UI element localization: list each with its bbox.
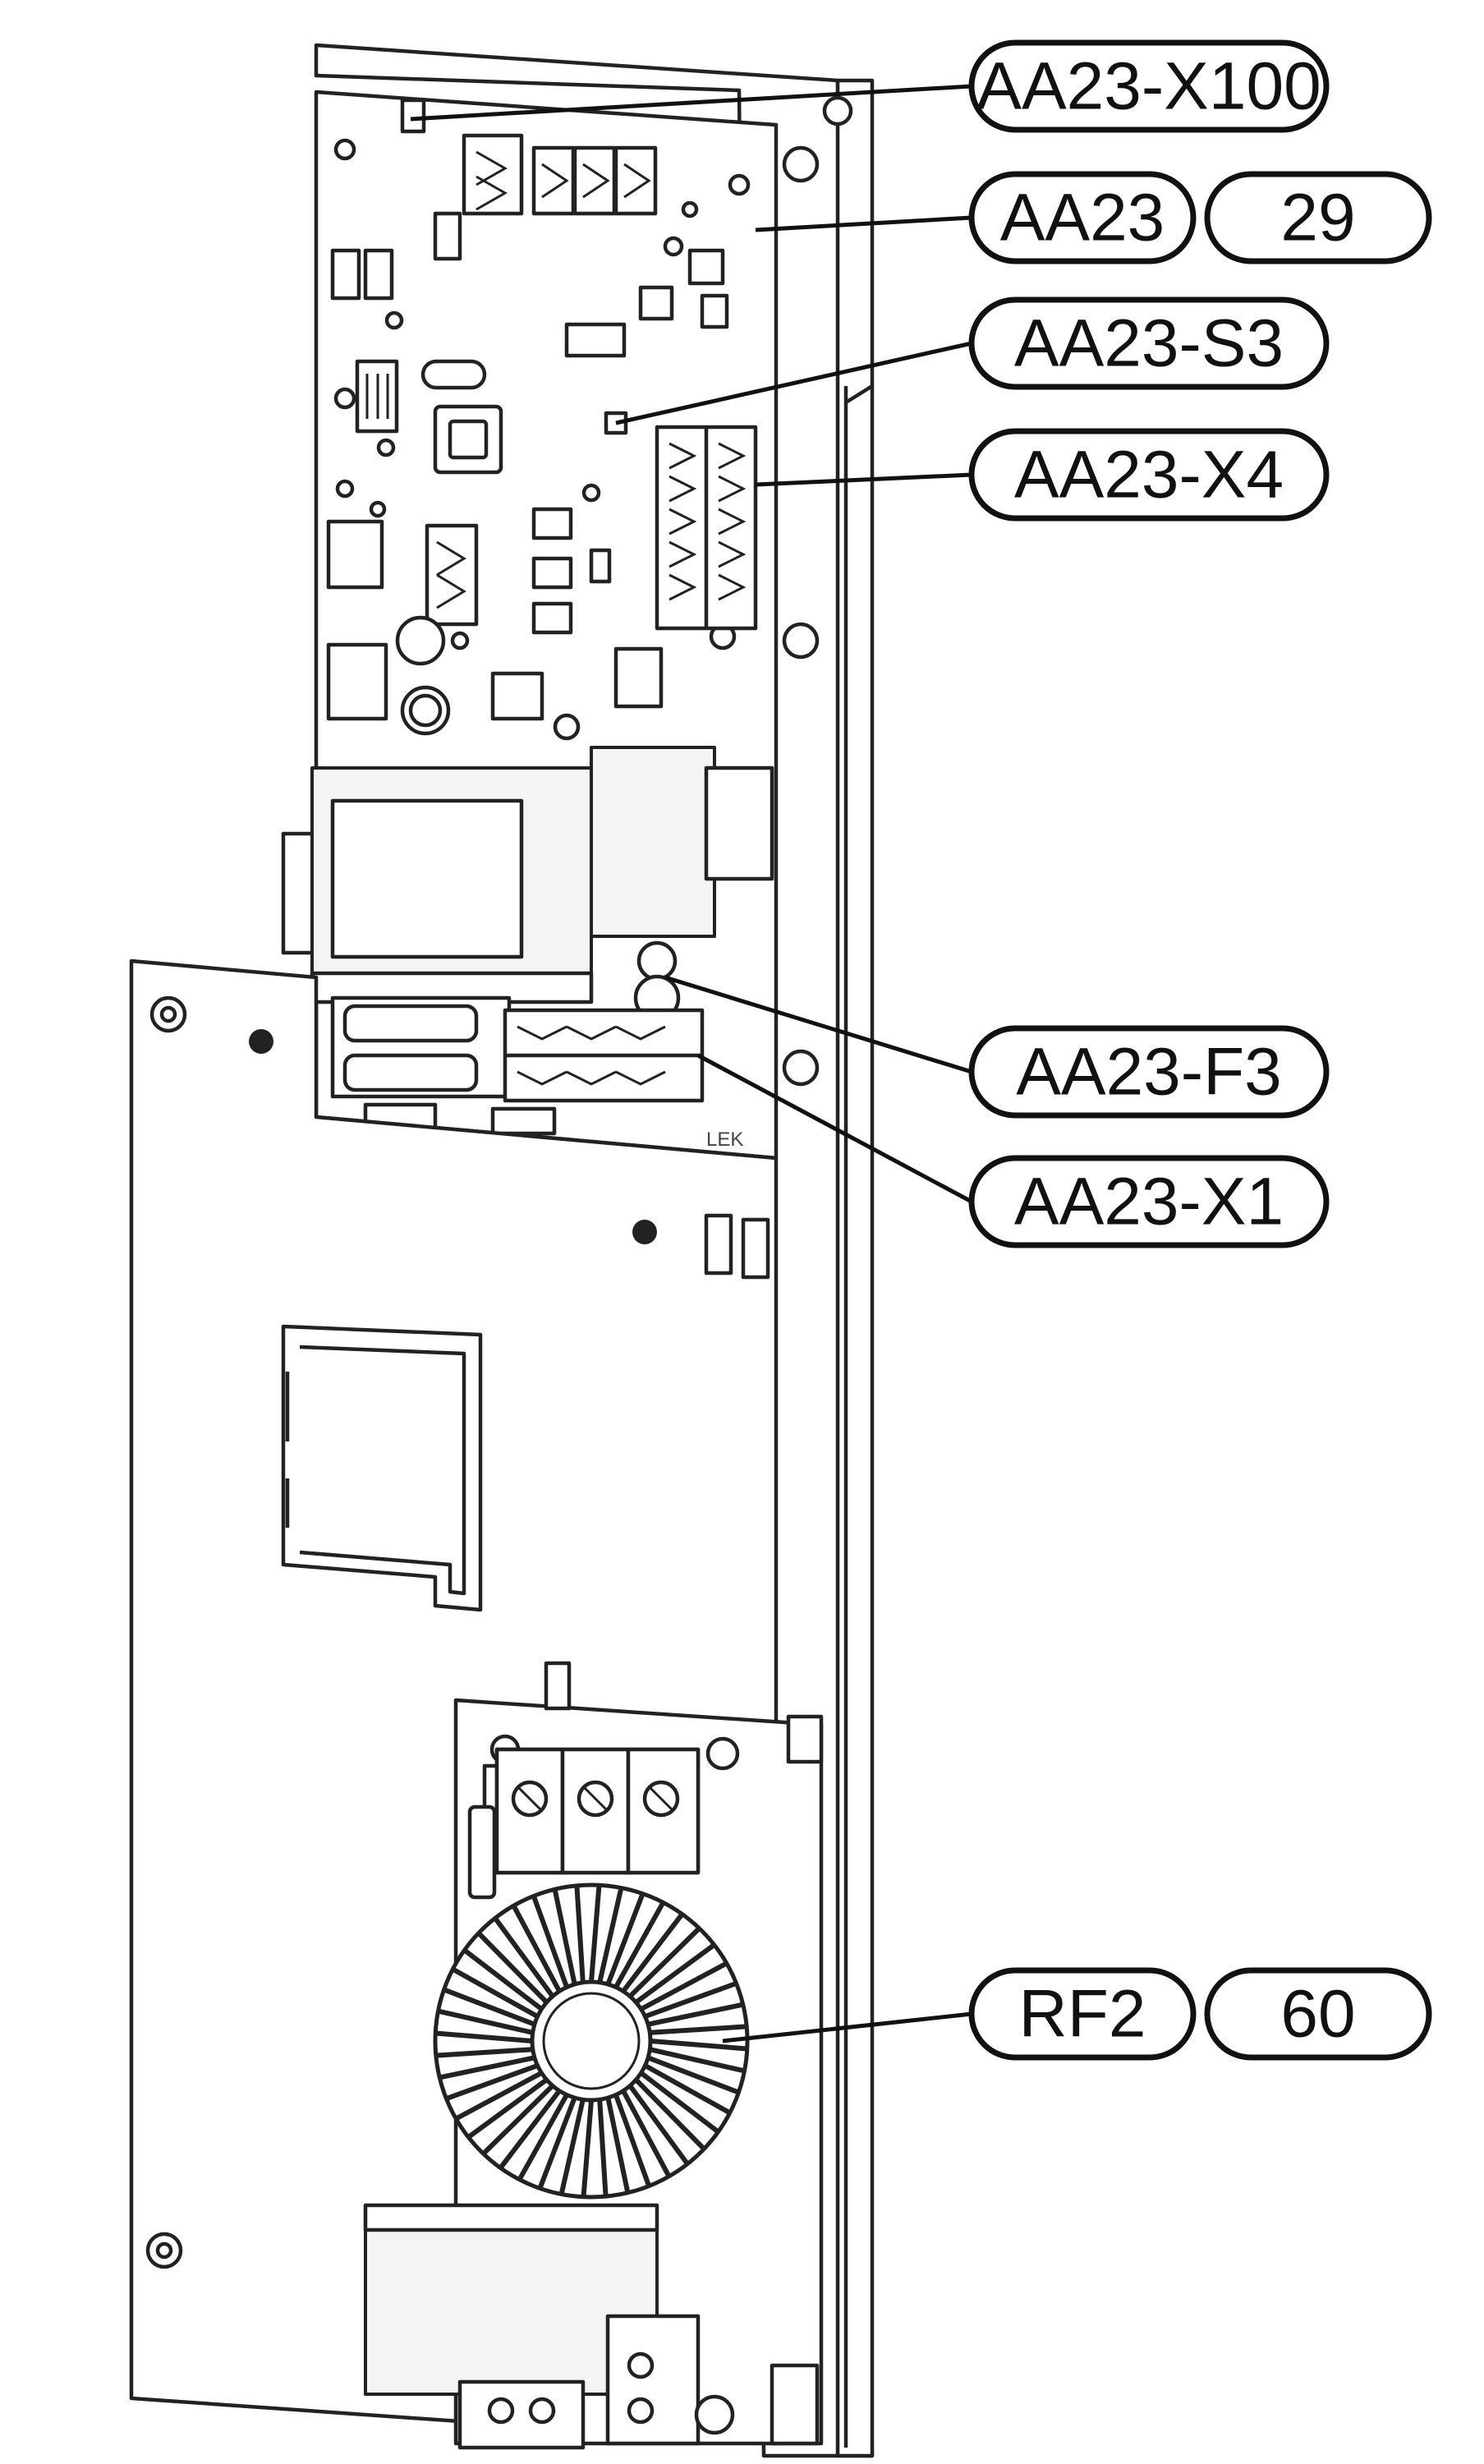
toroid-winding xyxy=(531,1895,569,1988)
callout-rf2-ref: 60 xyxy=(1204,1967,1432,2061)
toroid-winding xyxy=(650,2024,747,2035)
toroid-winding xyxy=(445,2063,539,2102)
control-board-aa23: LEK xyxy=(281,90,779,1161)
toroid-winding xyxy=(434,2030,533,2043)
transformer xyxy=(281,766,594,1004)
label-aa23-x100: AA23-X100 xyxy=(976,49,1321,124)
label-aa23: AA23 xyxy=(1000,181,1165,255)
toroid-winding xyxy=(552,1888,577,1985)
toroid-winding xyxy=(581,2099,594,2198)
toroid-winding xyxy=(644,1980,737,2019)
toroid-winding xyxy=(634,1942,716,2005)
toroid-winding xyxy=(613,1901,666,1988)
callout-rf2: RF2 xyxy=(968,1967,1197,2061)
callout-aa23-x100: AA23-X100 xyxy=(968,39,1330,133)
toroid-winding xyxy=(451,1966,539,2019)
toroid-winding xyxy=(481,2084,555,2156)
smd-components xyxy=(330,200,737,741)
toroid-winding xyxy=(437,2008,534,2035)
callout-aa23: AA23 xyxy=(968,171,1197,264)
label-aa23-s3: AA23-S3 xyxy=(1014,306,1284,381)
label-rf2-ref: 60 xyxy=(1280,1977,1355,2052)
callout-aa23-x4: AA23-X4 xyxy=(968,428,1330,522)
toroid-winding xyxy=(454,2071,543,2122)
toroid-winding xyxy=(597,2099,609,2197)
toroid-winding xyxy=(435,2047,533,2058)
toroid-winding xyxy=(627,2084,690,2166)
toroid-winding xyxy=(627,1926,701,1998)
toroid-winding xyxy=(605,1892,646,1985)
toroid-winding xyxy=(537,2097,577,2190)
toroid-winding xyxy=(644,2063,732,2116)
toroid-winding xyxy=(574,1885,586,1983)
callout-aa23-ref: 29 xyxy=(1204,171,1432,264)
toroid-winding xyxy=(640,1961,728,2011)
toroid-winding xyxy=(650,2039,748,2052)
leader-lines xyxy=(410,84,973,2043)
toroid-winding xyxy=(443,1987,535,2027)
toroid-winding xyxy=(621,2089,672,2178)
label-aa23-x1: AA23-X1 xyxy=(1014,1165,1284,1239)
toroid-winding xyxy=(589,1884,602,1983)
toroid-winding xyxy=(634,2077,706,2151)
toroid-winding xyxy=(466,2077,549,2140)
callout-aa23-f3: AA23-F3 xyxy=(968,1025,1330,1119)
toroid-winding xyxy=(613,2094,652,2187)
toroid-winding xyxy=(605,2097,631,2194)
toroid-winding xyxy=(647,2055,740,2095)
terminal-strip-aa23-x4 xyxy=(655,425,758,631)
board-marking: LEK xyxy=(706,1129,743,1151)
toroid-winding xyxy=(597,1887,624,1984)
toroid-winding xyxy=(558,2099,586,2195)
toroid-winding xyxy=(639,2071,720,2134)
label-aa23-x4: AA23-X4 xyxy=(1014,438,1284,513)
toroid-winding xyxy=(621,1912,684,1993)
toroid-winding xyxy=(647,2002,744,2027)
toroid-winding xyxy=(439,2055,535,2080)
toroid-coil-rf2 xyxy=(433,1882,750,2200)
toroid-winding xyxy=(511,1904,562,1993)
toroid-winding xyxy=(649,2047,746,2074)
toroid-winding xyxy=(493,1916,555,1998)
toroid-winding xyxy=(498,2089,562,2170)
toroid-winding xyxy=(462,1948,544,2011)
label-aa23-f3: AA23-F3 xyxy=(1016,1035,1282,1110)
terminal-block-aa23-x1 xyxy=(503,1008,705,1103)
fuse-aa23-f3 xyxy=(330,974,681,1099)
callout-aa23-s3: AA23-S3 xyxy=(968,297,1330,390)
callout-aa23-x1: AA23-X1 xyxy=(968,1155,1330,1248)
label-aa23-ref: 29 xyxy=(1280,181,1355,255)
label-rf2: RF2 xyxy=(1019,1977,1146,2052)
filter-board xyxy=(363,1661,824,2450)
toroid-winding xyxy=(517,2094,569,2181)
toroid-winding xyxy=(476,1931,549,2005)
